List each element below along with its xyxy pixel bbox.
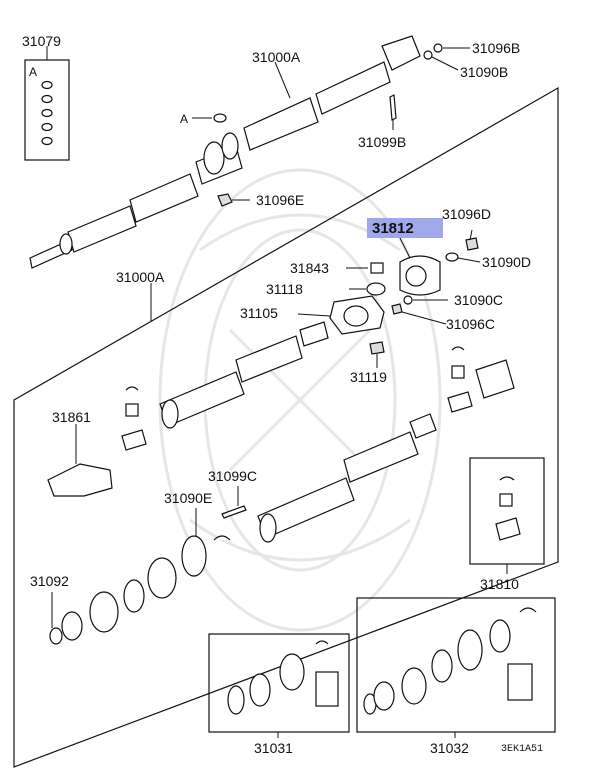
coupling-31031-parts[interactable] bbox=[49, 535, 207, 645]
washer-31090C[interactable] bbox=[403, 295, 413, 305]
kit-31032-parts bbox=[363, 607, 537, 715]
kit-31032-box bbox=[356, 597, 556, 733]
nut-31096D[interactable] bbox=[465, 237, 479, 251]
nut-31096C[interactable] bbox=[391, 303, 403, 315]
washer-ref-a[interactable] bbox=[213, 113, 227, 123]
propeller-shaft-center[interactable] bbox=[159, 321, 329, 429]
label-31000A-mid[interactable]: 31000A bbox=[116, 269, 165, 285]
bolt-31099B[interactable] bbox=[389, 94, 397, 121]
label-31090E[interactable]: 31090E bbox=[164, 490, 212, 506]
label-31843[interactable]: 31843 bbox=[290, 260, 329, 276]
slip-yoke-31861[interactable] bbox=[47, 463, 113, 497]
kit-31810-box bbox=[469, 457, 545, 565]
ujoint-kit-left[interactable] bbox=[121, 386, 147, 451]
label-31096B[interactable]: 31096B bbox=[472, 40, 520, 56]
nut-31096E[interactable] bbox=[217, 193, 233, 207]
diagram-code: 3EK1A51 bbox=[501, 744, 543, 755]
label-31096D[interactable]: 31096D bbox=[442, 206, 491, 222]
label-31099B[interactable]: 31099B bbox=[358, 134, 406, 150]
label-31000A-top[interactable]: 31000A bbox=[252, 49, 301, 65]
propeller-shaft-rear[interactable] bbox=[257, 413, 437, 543]
label-31861[interactable]: 31861 bbox=[52, 409, 91, 425]
part-31812-highlight[interactable] bbox=[367, 218, 443, 238]
kit-31031-parts bbox=[227, 640, 339, 715]
kit-31031-box bbox=[208, 633, 350, 733]
label-31090B[interactable]: 31090B bbox=[460, 64, 508, 80]
label-31032[interactable]: 31032 bbox=[430, 740, 469, 756]
label-31812[interactable]: 31812 bbox=[372, 220, 414, 237]
washer-31090D[interactable] bbox=[445, 252, 459, 262]
watermark-emblem bbox=[158, 168, 442, 632]
label-31099C[interactable]: 31099C bbox=[208, 468, 257, 484]
label-31105[interactable]: 31105 bbox=[240, 305, 278, 321]
label-31096C[interactable]: 31096C bbox=[446, 316, 495, 332]
label-31090D[interactable]: 31090D bbox=[482, 254, 531, 270]
washer-31090E[interactable] bbox=[213, 535, 231, 541]
kit-31079-washers bbox=[41, 80, 53, 146]
label-31118[interactable]: 31118 bbox=[266, 281, 303, 297]
insulator-31118[interactable] bbox=[366, 282, 386, 296]
kit-31810-parts bbox=[495, 476, 521, 541]
bolt-31099C[interactable] bbox=[221, 505, 247, 519]
label-31092[interactable]: 31092 bbox=[30, 573, 69, 589]
label-31079[interactable]: 31079 bbox=[22, 33, 61, 49]
label-31096E[interactable]: 31096E bbox=[256, 192, 304, 208]
label-ref-a: A bbox=[180, 112, 188, 126]
cap-31843[interactable] bbox=[370, 262, 384, 274]
propeller-shaft-front[interactable] bbox=[29, 35, 421, 269]
label-31031[interactable]: 31031 bbox=[254, 740, 293, 756]
nut-31096B[interactable] bbox=[433, 43, 443, 53]
ujoint-kit-right[interactable] bbox=[447, 346, 515, 413]
label-31810[interactable]: 31810 bbox=[480, 576, 519, 592]
bushing-31119[interactable] bbox=[369, 341, 385, 355]
washer-31090B[interactable] bbox=[423, 50, 433, 60]
label-31079-ref: A bbox=[29, 65, 37, 79]
label-31119[interactable]: 31119 bbox=[350, 369, 387, 385]
label-31090C[interactable]: 31090C bbox=[454, 292, 503, 308]
